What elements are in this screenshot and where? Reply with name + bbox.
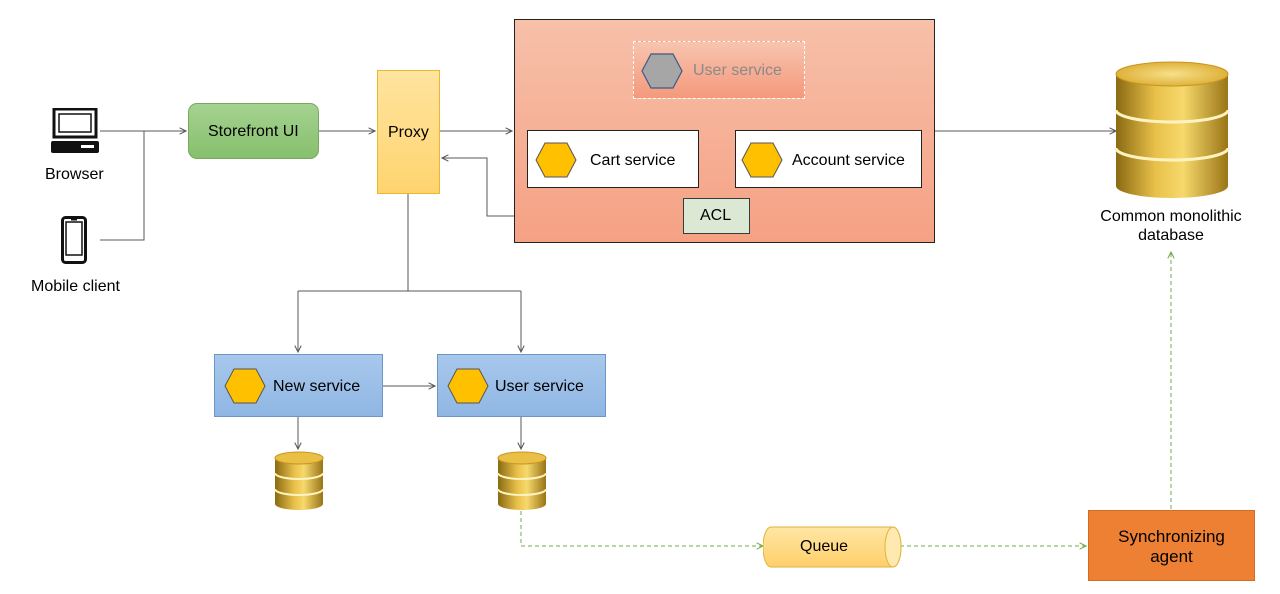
synchronizing-agent-label-line2: agent	[1150, 547, 1193, 566]
cart-service-node	[527, 130, 699, 188]
synchronizing-agent-label: Synchronizing agent	[1088, 527, 1255, 567]
monolith-user-service-label: User service	[693, 62, 782, 79]
hexagon-icon	[447, 368, 489, 404]
hexagon-icon	[535, 142, 577, 178]
database-cylinder-icon	[274, 451, 324, 510]
proxy-label: Proxy	[388, 124, 429, 141]
synchronizing-agent-label-line1: Synchronizing	[1118, 527, 1225, 546]
desktop-computer-icon	[51, 107, 99, 156]
db-to-queue	[520, 511, 763, 546]
hexagon-icon	[224, 368, 266, 404]
common-database-label-line1: Common monolithic	[1100, 208, 1242, 225]
browser-label: Browser	[45, 166, 104, 183]
common-database-label: Common monolithic database	[1081, 207, 1261, 245]
hexagon-icon	[741, 142, 783, 178]
storefront-ui-node	[188, 103, 319, 159]
smartphone-icon	[61, 216, 87, 264]
user-service-label: User service	[495, 378, 584, 395]
hexagon-icon	[641, 53, 683, 89]
account-service-label: Account service	[792, 152, 905, 169]
cart-service-label: Cart service	[590, 152, 676, 169]
database-cylinder-icon	[497, 451, 547, 510]
common-database-label-line2: database	[1138, 227, 1204, 244]
storefront-ui-label: Storefront UI	[208, 123, 299, 140]
queue-node	[763, 526, 902, 568]
new-service-label: New service	[273, 378, 361, 395]
mobile-connector	[100, 131, 145, 241]
queue-label: Queue	[800, 538, 849, 555]
database-cylinder-icon	[1114, 61, 1230, 198]
proxy-node	[377, 70, 440, 194]
acl-node	[683, 198, 750, 234]
synchronizing-agent-node	[1088, 510, 1255, 581]
acl-label: ACL	[700, 207, 732, 224]
mobile-client-label: Mobile client	[31, 278, 120, 295]
